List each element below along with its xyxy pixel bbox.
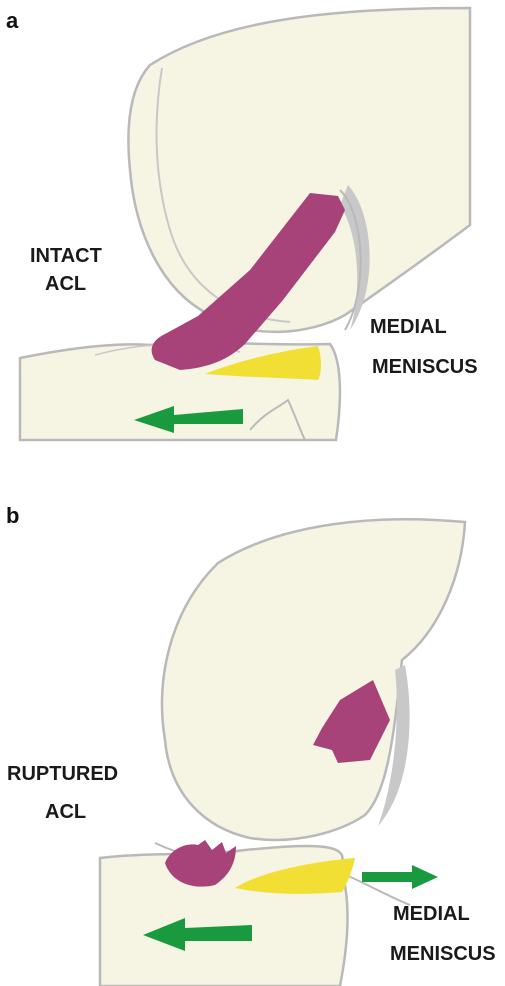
panel-b-meniscus-arrow (362, 865, 438, 889)
panel-a-ligament-label-line2: ACL (45, 273, 86, 295)
panel-a-meniscus-label-line2: MENISCUS (372, 356, 478, 378)
panel-a-ligament-label-line1: INTACT (30, 245, 102, 267)
panel-b-ligament-label-line1: RUPTURED (7, 763, 118, 785)
panel-b-femur (162, 519, 465, 840)
panel-b: b RUPTURED ACL MEDIAL MENISCUS (6, 503, 496, 986)
panel-a-femur (128, 8, 470, 332)
panel-b-meniscus-label-line1: MEDIAL (393, 903, 470, 925)
panel-a: a INTACT ACL MEDIAL MENISCUS (6, 8, 478, 440)
panel-b-meniscus-label-line2: MENISCUS (390, 943, 496, 965)
panel-b-letter: b (6, 503, 19, 528)
panel-b-ligament-label-line2: ACL (45, 801, 86, 823)
panel-a-letter: a (6, 8, 19, 33)
panel-a-meniscus-label-line1: MEDIAL (370, 316, 447, 338)
